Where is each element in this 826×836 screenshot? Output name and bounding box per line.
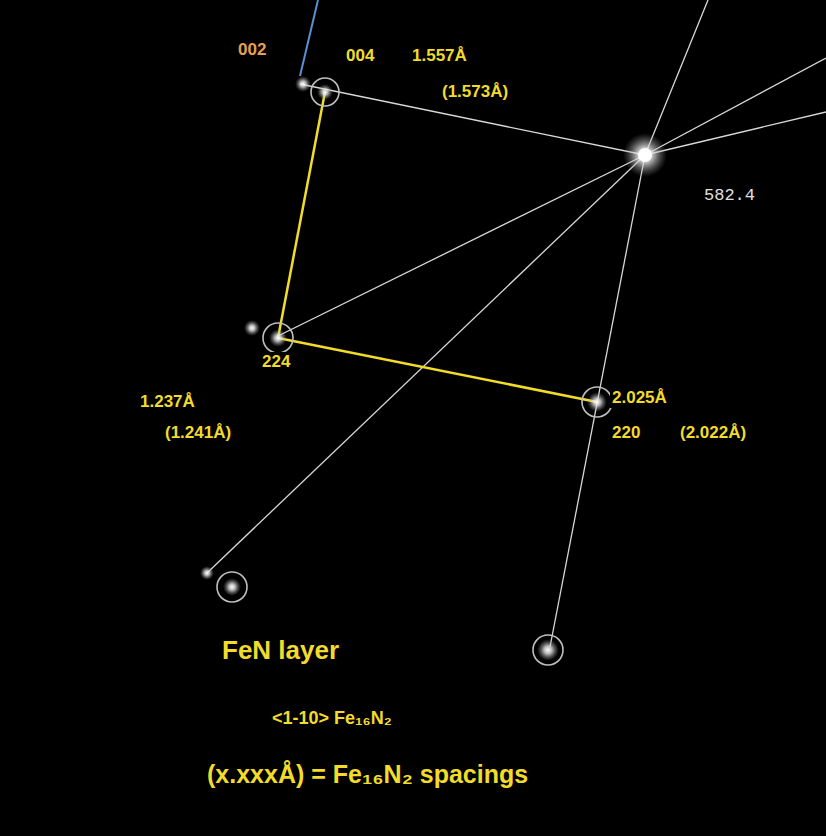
reference-spacing: (1.573Å) bbox=[440, 82, 510, 102]
zone-axis: <1-10> Fe₁₆N₂ bbox=[270, 708, 394, 729]
reflection-index: 220 bbox=[610, 423, 642, 443]
diffraction-spots bbox=[200, 76, 667, 661]
reference-spacing: (1.241Å) bbox=[163, 423, 233, 443]
camera-length: 582.4 bbox=[702, 186, 757, 206]
unit-cell bbox=[278, 92, 597, 402]
d-spacing: 1.557Å bbox=[410, 46, 469, 66]
legend-note: (x.xxxÅ) = Fe₁₆N₂ spacings bbox=[205, 760, 530, 789]
d-spacing: 1.237Å bbox=[138, 392, 197, 412]
reflection-index: 004 bbox=[344, 46, 376, 66]
zone-lines bbox=[207, 0, 826, 647]
reflection-index: 002 bbox=[236, 40, 268, 60]
reference-spacing: (2.022Å) bbox=[678, 423, 748, 443]
reflection-index: 224 bbox=[260, 352, 292, 372]
d-spacing: 2.025Å bbox=[610, 388, 669, 408]
layer-label: FeN layer bbox=[220, 636, 341, 666]
axis-line bbox=[300, 0, 318, 76]
spot-markers bbox=[217, 78, 612, 665]
